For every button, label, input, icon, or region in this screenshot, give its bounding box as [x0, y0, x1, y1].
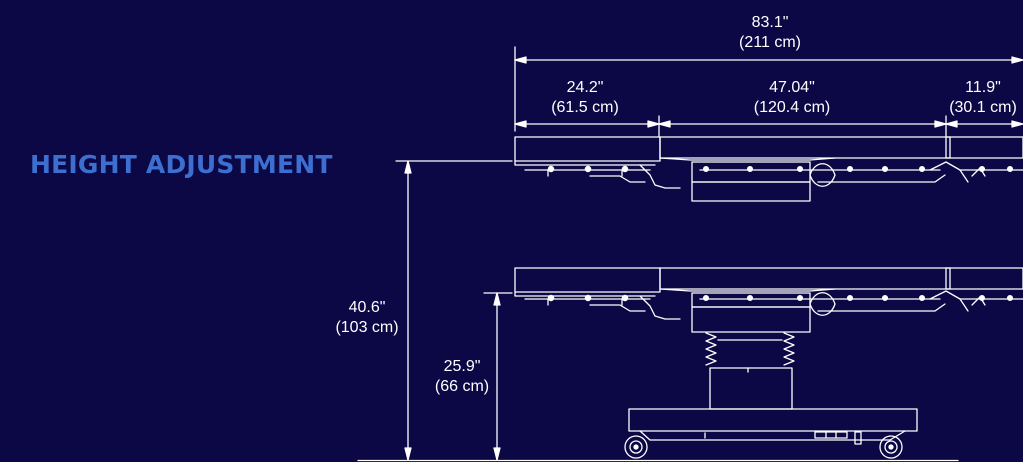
table-top-lowered: [514, 267, 1023, 333]
max-height-metric: (103 cm): [335, 319, 399, 336]
leg-section-metric: (30.1 cm): [949, 99, 1017, 116]
min-height-label: 25.9" (66 cm): [426, 357, 498, 397]
overall-length-label: 83.1" (211 cm): [725, 13, 815, 53]
leg-section-imperial: 11.9": [965, 79, 1001, 96]
head-section-imperial: 24.2": [566, 79, 604, 96]
max-height-label: 40.6" (103 cm): [327, 298, 407, 338]
max-height-imperial: 40.6": [348, 299, 386, 316]
seat-back-section-label: 47.04" (120.4 cm): [742, 78, 842, 118]
leg-section-label: 11.9" (30.1 cm): [943, 78, 1023, 118]
seat-back-section-metric: (120.4 cm): [753, 99, 831, 116]
seat-back-section-imperial: 47.04": [769, 79, 815, 96]
page-title: HEIGHT ADJUSTMENT: [30, 150, 333, 179]
head-section-label: 24.2" (61.5 cm): [540, 78, 630, 118]
min-height-imperial: 25.9": [443, 358, 481, 375]
height-dimension-lines: [357, 160, 959, 462]
length-dimension-lines: [514, 46, 1023, 137]
min-height-metric: (66 cm): [434, 378, 490, 395]
overall-length-metric: (211 cm): [739, 34, 801, 51]
lift-column: [705, 332, 795, 410]
overall-length-imperial: 83.1": [751, 14, 789, 31]
table-top-raised: [514, 136, 1023, 202]
table-base: [624, 408, 918, 459]
head-section-metric: (61.5 cm): [551, 99, 619, 116]
